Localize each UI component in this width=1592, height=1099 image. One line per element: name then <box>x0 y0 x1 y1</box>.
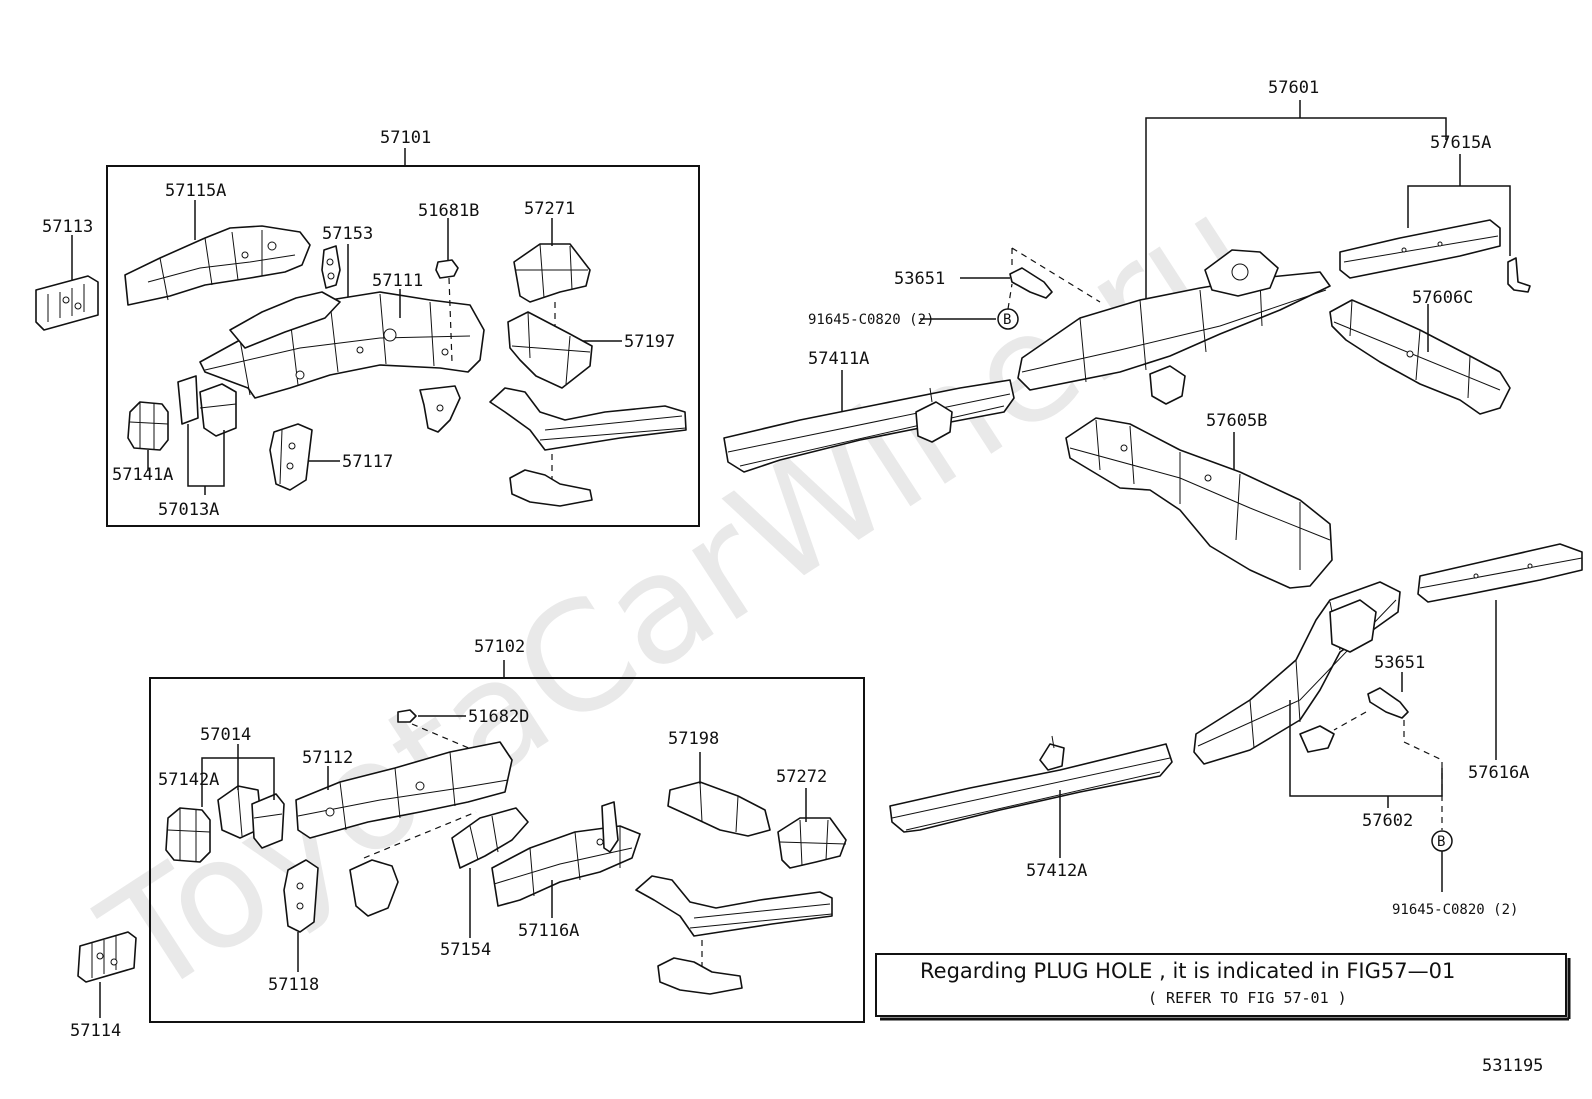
part-57197 <box>507 311 593 389</box>
part-floor-rail-57101 <box>489 387 687 451</box>
part-small-bracket-57102 <box>657 957 743 995</box>
label-57013A: 57013A <box>158 500 219 520</box>
part-57112 <box>295 741 513 839</box>
label-57153: 57153 <box>322 224 373 244</box>
part-57116A <box>491 825 641 907</box>
part-57615A-bolt <box>1507 257 1531 293</box>
part-center-bracket-57102 <box>349 859 399 917</box>
part-bracket-under-57111 <box>419 385 461 433</box>
label-57605B: 57605B <box>1206 411 1267 431</box>
part-57271 <box>513 243 591 303</box>
part-57118 <box>283 859 319 933</box>
label-57601: 57601 <box>1268 78 1319 98</box>
part-57616A <box>1417 543 1583 603</box>
part-57013A <box>177 375 237 437</box>
label-51681B: 51681B <box>418 201 479 221</box>
label-57142A: 57142A <box>158 770 219 790</box>
part-57117 <box>269 423 313 491</box>
label-91645-top: 91645-C0820 (2) <box>808 312 934 328</box>
label-57198: 57198 <box>668 729 719 749</box>
label-51682D: 51682D <box>468 707 529 727</box>
figure-id: 531195 <box>1482 1056 1543 1076</box>
label-53651-lower: 53651 <box>1374 653 1425 673</box>
part-51681B <box>435 259 459 279</box>
label-57615A: 57615A <box>1430 133 1491 153</box>
part-57113 <box>35 275 99 331</box>
label-57197: 57197 <box>624 332 675 352</box>
part-floor-rail-57102 <box>635 875 833 937</box>
part-small-bracket-57101 <box>509 469 593 507</box>
callout-b-lower-letter: B <box>1437 834 1445 850</box>
part-57014 <box>217 785 285 849</box>
part-57411A <box>723 379 1015 473</box>
part-57605B <box>1065 417 1333 589</box>
part-57198 <box>667 781 771 837</box>
label-57606C: 57606C <box>1412 288 1473 308</box>
part-small-tab-57102 <box>601 801 619 853</box>
label-57154: 57154 <box>440 940 491 960</box>
label-57272: 57272 <box>776 767 827 787</box>
part-57153 <box>321 245 341 289</box>
label-57616A: 57616A <box>1468 763 1529 783</box>
label-53651-top: 53651 <box>894 269 945 289</box>
part-57115A <box>124 225 311 306</box>
label-57102: 57102 <box>474 637 525 657</box>
label-57101: 57101 <box>380 128 431 148</box>
part-57601 <box>1017 249 1331 405</box>
label-57412A: 57412A <box>1026 861 1087 881</box>
callout-b-top-letter: B <box>1003 312 1011 328</box>
part-57606C <box>1329 299 1511 415</box>
part-51682D <box>397 709 417 723</box>
label-57116A: 57116A <box>518 921 579 941</box>
note-sub-text: ( REFER TO FIG 57-01 ) <box>1148 989 1347 1007</box>
label-57141A: 57141A <box>112 465 173 485</box>
part-53651-top <box>1009 267 1053 299</box>
label-57411A: 57411A <box>808 349 869 369</box>
label-57602: 57602 <box>1362 811 1413 831</box>
part-57272 <box>777 817 847 869</box>
label-57111: 57111 <box>372 271 423 291</box>
part-57412A <box>889 735 1173 833</box>
label-57115A: 57115A <box>165 181 226 201</box>
part-57154 <box>451 807 529 869</box>
label-57113: 57113 <box>42 217 93 237</box>
part-57142A <box>165 807 211 863</box>
label-57112: 57112 <box>302 748 353 768</box>
note-main-text: Regarding PLUG HOLE , it is indicated in… <box>920 959 1455 983</box>
part-57141A <box>127 401 169 451</box>
part-57114 <box>77 931 137 983</box>
part-57111 <box>199 291 485 399</box>
label-57114: 57114 <box>70 1021 121 1041</box>
part-57615A <box>1339 219 1501 279</box>
part-53651-lower <box>1367 687 1409 719</box>
plug-hole-note: Regarding PLUG HOLE , it is indicated in… <box>875 953 1571 1021</box>
part-57602 <box>1193 581 1401 765</box>
label-91645-lower: 91645-C0820 (2) <box>1392 902 1518 918</box>
label-57271: 57271 <box>524 199 575 219</box>
label-57014: 57014 <box>200 725 251 745</box>
label-57118: 57118 <box>268 975 319 995</box>
group-box-57102 <box>149 677 865 1023</box>
group-box-57101 <box>106 165 700 527</box>
label-57117: 57117 <box>342 452 393 472</box>
